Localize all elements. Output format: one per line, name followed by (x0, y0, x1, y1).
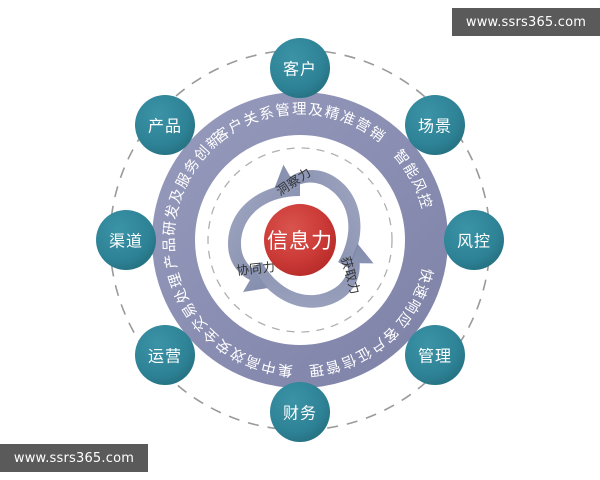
outer-node-channel[interactable]: 渠道 (96, 210, 156, 270)
node-circle-customer[interactable] (270, 38, 330, 98)
outer-node-risk[interactable]: 风控 (444, 210, 504, 270)
swirl-arms (228, 164, 374, 308)
node-circle-risk[interactable] (444, 210, 504, 270)
arm-label-collaboration: 协同力 (236, 259, 276, 278)
node-label-finance: 财务 (283, 404, 317, 423)
outer-node-product[interactable]: 产品 (135, 95, 195, 155)
node-label-scenario: 场景 (418, 117, 452, 136)
node-label-management: 管理 (418, 347, 452, 366)
node-circle-scenario[interactable] (405, 95, 465, 155)
node-label-customer: 客户 (283, 60, 317, 79)
inner-dashed-circle (207, 147, 393, 333)
swirl-arm-3 (251, 243, 374, 308)
node-circle-operations[interactable] (135, 325, 195, 385)
swirl-arm-2 (274, 164, 361, 268)
outer-node-customer[interactable]: 客户 (270, 38, 330, 98)
outer-node-finance[interactable]: 财务 (270, 382, 330, 442)
core-label: 信息力 (267, 229, 333, 253)
watermark-top-right: www.ssrs365.com (452, 8, 600, 36)
outer-node-operations[interactable]: 运营 (135, 325, 195, 385)
outer-node-management[interactable]: 管理 (405, 325, 465, 385)
core-circle[interactable] (264, 204, 336, 276)
node-label-risk: 风控 (457, 232, 491, 251)
swirl-arm-1 (228, 184, 300, 292)
node-circle-channel[interactable] (96, 210, 156, 270)
ring-inner-edge (195, 135, 405, 345)
capability-ring-band (152, 92, 448, 388)
node-label-channel: 渠道 (109, 232, 143, 251)
watermark-bottom-left: www.ssrs365.com (0, 444, 148, 472)
node-circle-finance[interactable] (270, 382, 330, 442)
outer-node-scenario[interactable]: 场景 (405, 95, 465, 155)
node-label-product: 产品 (148, 117, 182, 136)
node-label-operations: 运营 (148, 347, 182, 366)
node-circle-management[interactable] (405, 325, 465, 385)
node-circle-product[interactable] (135, 95, 195, 155)
